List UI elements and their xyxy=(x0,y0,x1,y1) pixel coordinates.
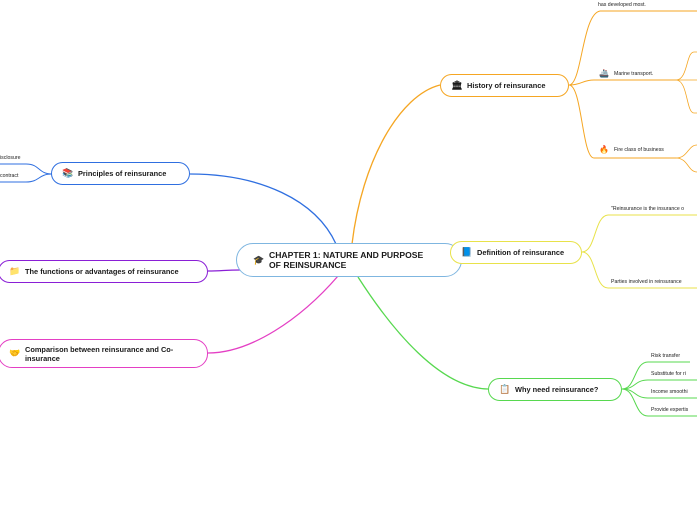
ship-icon: 🚢 xyxy=(599,68,609,78)
topic-principles[interactable]: 📚 Principles of reinsurance xyxy=(51,162,190,185)
topic-functions[interactable]: 📁 The functions or advantages of reinsur… xyxy=(0,260,208,283)
topic-functions-label: The functions or advantages of reinsuran… xyxy=(25,267,179,276)
subtopic-substitute[interactable]: Substitute for ri xyxy=(651,371,686,377)
graduation-cap-icon: 🎓 xyxy=(253,254,265,265)
subtopic-fire-class[interactable]: 🔥 Fire class of business xyxy=(598,144,664,156)
subtopic-marine-transport[interactable]: 🚢 Marine transport. xyxy=(598,68,653,80)
subtopic-risk-transfer[interactable]: Risk transfer xyxy=(651,353,681,359)
handshake-icon: 🤝 xyxy=(9,348,21,358)
fire-icon: 🔥 xyxy=(599,144,609,154)
topic-history-label: History of reinsurance xyxy=(467,81,546,90)
bank-icon: 🏛 xyxy=(451,80,463,90)
subtopic-definition-quote[interactable]: "Reinsurance is the insurance o xyxy=(611,206,685,212)
subtopic-parties-involved[interactable]: Parties involved in reinsurance xyxy=(611,279,682,285)
subtopic-income-smoothing[interactable]: Income smoothi xyxy=(651,389,688,395)
folder-icon: 📁 xyxy=(9,266,21,276)
notepad-icon: 📋 xyxy=(499,384,511,394)
books-icon: 📚 xyxy=(62,168,74,178)
subtopic-fire-class-label: Fire class of business xyxy=(614,146,664,153)
subtopic-marine-transport-label: Marine transport. xyxy=(614,70,654,77)
central-topic-title: CHAPTER 1: NATURE AND PURPOSE OF REINSUR… xyxy=(269,249,424,271)
subtopic-disclosure[interactable]: isclosure xyxy=(0,155,21,161)
subtopic-provide-expertise[interactable]: Provide expertis xyxy=(651,407,689,413)
topic-definition[interactable]: 📘 Definition of reinsurance xyxy=(450,241,582,264)
topic-definition-label: Definition of reinsurance xyxy=(477,248,565,257)
topic-why-reinsurance-label: Why need reinsurance? xyxy=(515,385,599,394)
subtopic-contract[interactable]: contract xyxy=(0,173,19,179)
topic-comparison-label: Comparison between reinsurance and Co-in… xyxy=(25,344,174,363)
topic-principles-label: Principles of reinsurance xyxy=(78,169,167,178)
central-topic[interactable]: 🎓 CHAPTER 1: NATURE AND PURPOSE OF REINS… xyxy=(236,243,462,277)
book-icon: 📘 xyxy=(461,247,473,257)
topic-comparison[interactable]: 🤝 Comparison between reinsurance and Co-… xyxy=(0,339,208,368)
topic-history[interactable]: 🏛 History of reinsurance xyxy=(440,74,569,97)
history-intro-text: has developed most. xyxy=(598,2,646,8)
topic-why-reinsurance[interactable]: 📋 Why need reinsurance? xyxy=(488,378,622,401)
